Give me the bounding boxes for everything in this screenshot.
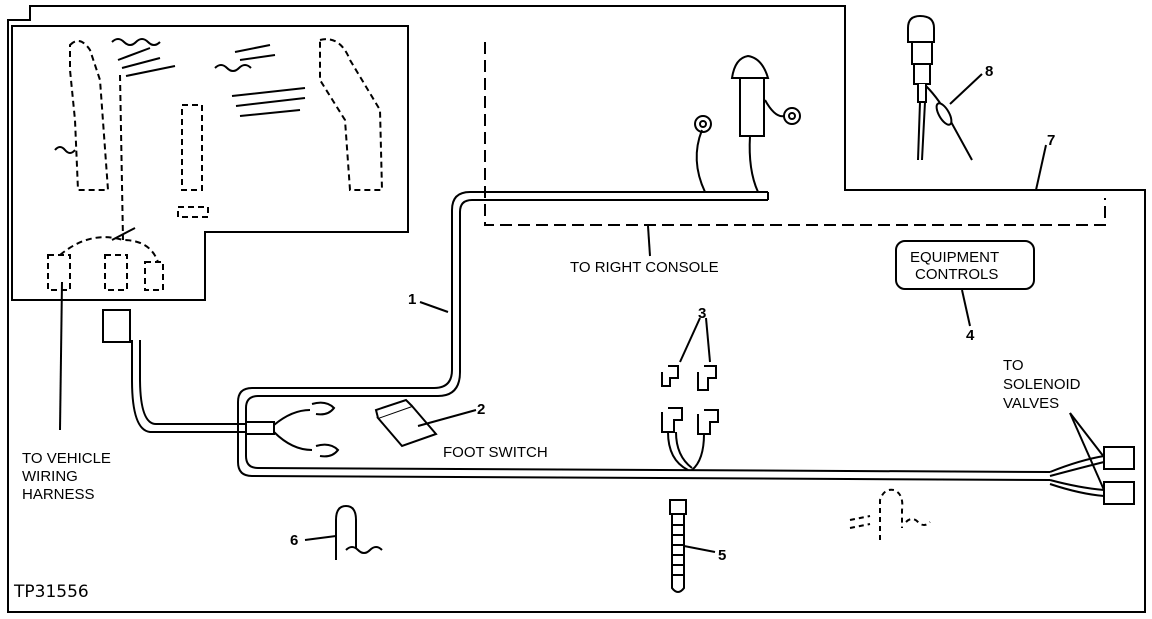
harness-wire-upper: [237, 191, 1051, 481]
callout-5: 5: [718, 547, 726, 564]
clip-wires: [667, 431, 705, 471]
left-console-panel: [11, 25, 409, 301]
cable-tie-icon: [669, 499, 687, 593]
clips-icon: [661, 365, 719, 435]
callout-3: 3: [698, 305, 706, 322]
rocker-switch-icon: [730, 54, 770, 193]
equipment-controls-label-line1: EQUIPMENT: [910, 249, 999, 266]
callout-4: 4: [966, 327, 975, 344]
harness-wire-inner: [245, 199, 1051, 473]
to-vehicle-label-line1: TO VEHICLE: [22, 450, 111, 467]
figure-id: TP31556: [13, 582, 89, 602]
callout-7: 7: [1047, 132, 1055, 149]
hook-clip-icon: [335, 504, 383, 560]
console-leads: [694, 99, 801, 193]
equipment-controls-label-line2: CONTROLS: [915, 266, 998, 283]
equipment-controls-box: [895, 240, 1035, 290]
harness-junction: [245, 421, 275, 435]
to-right-console-label: TO RIGHT CONSOLE: [570, 259, 719, 276]
vehicle-lead: [131, 340, 246, 433]
leader-lines: [59, 73, 1105, 553]
cab-outline: [7, 5, 1146, 613]
callout-1: 1: [408, 291, 416, 308]
to-solenoid-label-line2: SOLENOID: [1003, 376, 1081, 393]
to-solenoid-label-line1: TO: [1003, 357, 1024, 374]
callout-2: 2: [477, 401, 485, 418]
foot-switch-label: FOOT SWITCH: [443, 444, 548, 461]
vehicle-connector: [102, 309, 131, 343]
left-console-components: [47, 38, 384, 291]
to-vehicle-label-line2: WIRING: [22, 468, 78, 485]
sensor-icon: [907, 14, 973, 161]
foot-switch-icon: [374, 398, 438, 448]
installed-hook-icon: [849, 488, 931, 540]
foot-switch-leads: [273, 401, 340, 458]
callout-6: 6: [290, 532, 298, 549]
left-console-wire-marks: [54, 38, 306, 241]
callout-8: 8: [985, 63, 993, 80]
solenoid-connectors: [1049, 446, 1135, 505]
right-console-outline: [484, 42, 1106, 226]
to-solenoid-label-line3: VALVES: [1003, 395, 1059, 412]
to-vehicle-label-line3: HARNESS: [22, 486, 95, 503]
